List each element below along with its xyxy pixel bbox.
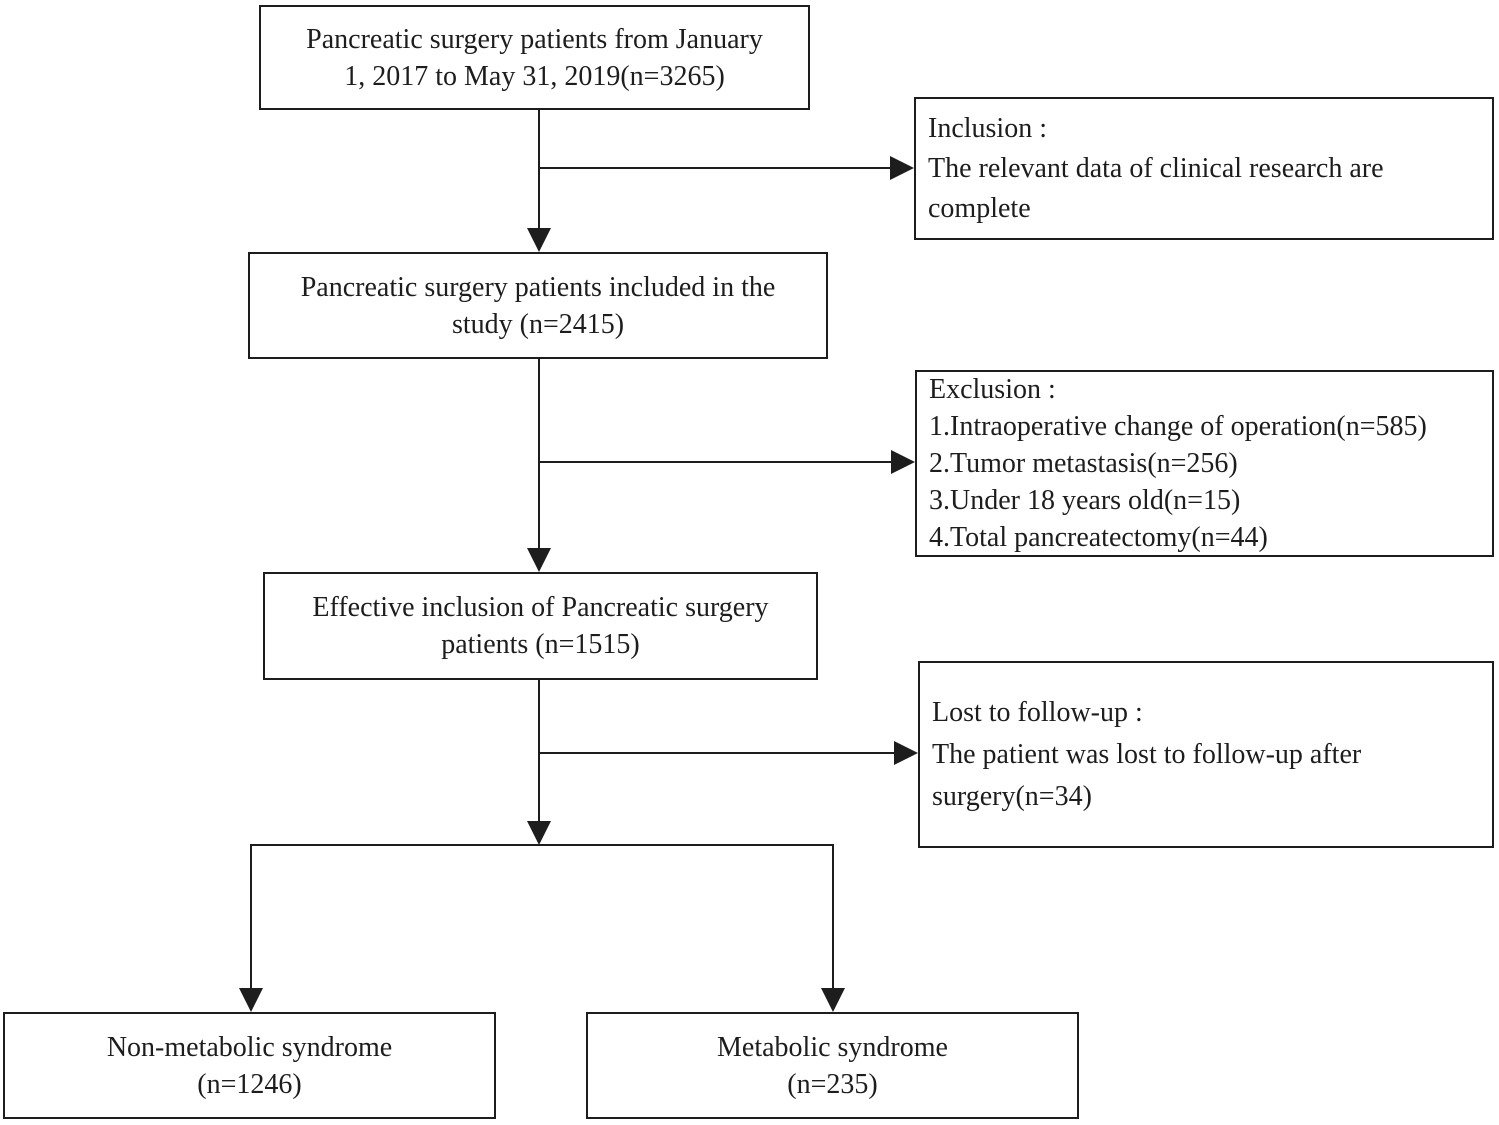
arrowhead-into-inclusion: [890, 156, 914, 180]
box-exclusion-criteria: Exclusion : 1.Intraoperative change of o…: [915, 370, 1494, 557]
box-source-patients: Pancreatic surgery patients from January…: [259, 5, 810, 110]
box-included-patients: Pancreatic surgery patients included in …: [248, 252, 828, 359]
connector-source-to-included: [538, 110, 540, 230]
box-effective-inclusion: Effective inclusion of Pancreatic surger…: [263, 572, 818, 680]
connector-split-to-metabolic: [832, 844, 834, 990]
box-inclusion-criteria: Inclusion : The relevant data of clinica…: [914, 97, 1494, 240]
arrowhead-into-non-metabolic: [239, 988, 263, 1012]
box-non-metabolic-syndrome: Non-metabolic syndrome (n=1246): [3, 1012, 496, 1119]
box-metabolic-syndrome: Metabolic syndrome (n=235): [586, 1012, 1079, 1119]
arrowhead-into-lost: [894, 741, 918, 765]
connector-effective-to-split: [538, 680, 540, 823]
connector-branch-exclusion: [539, 461, 891, 463]
connector-branch-inclusion: [539, 167, 890, 169]
connector-split-to-non-metabolic: [250, 844, 252, 990]
arrowhead-into-exclusion: [891, 450, 915, 474]
box-lost-to-follow-up: Lost to follow-up : The patient was lost…: [918, 661, 1494, 848]
connector-split-bar: [250, 844, 834, 846]
connector-included-to-effective: [538, 359, 540, 550]
arrowhead-into-split: [527, 821, 551, 845]
arrowhead-into-included: [527, 228, 551, 252]
arrowhead-into-effective: [527, 548, 551, 572]
connector-branch-lost: [539, 752, 894, 754]
arrowhead-into-metabolic: [821, 988, 845, 1012]
